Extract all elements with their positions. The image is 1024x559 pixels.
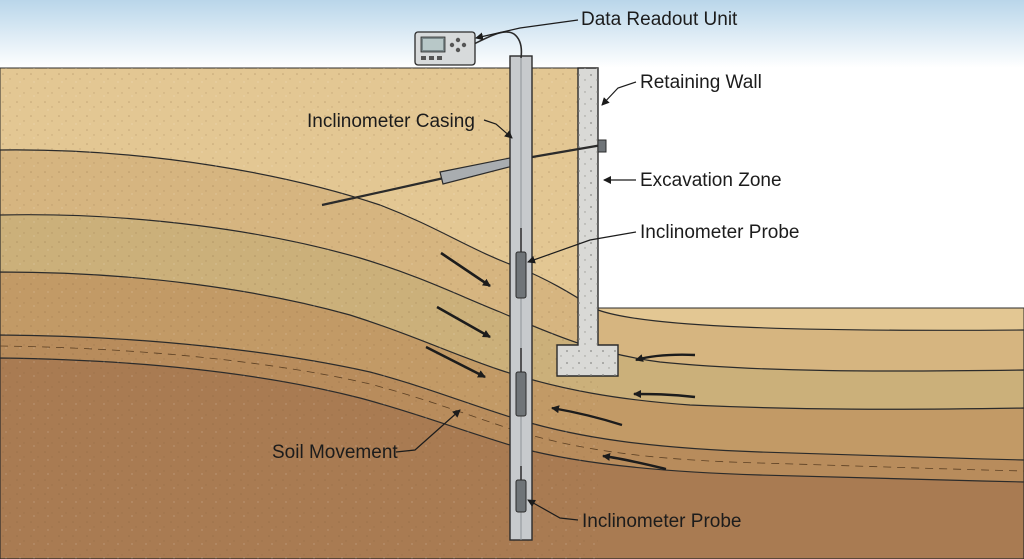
movement-arrow-icon <box>440 251 491 288</box>
movement-arrow-icon <box>635 353 696 362</box>
label-data-readout-unit: Data Readout Unit <box>581 9 738 30</box>
label-inclinometer-probe-lower: Inclinometer Probe <box>582 511 742 532</box>
movement-arrow-icon <box>436 305 491 339</box>
soil-texture <box>0 68 598 559</box>
leader-lines <box>395 19 637 521</box>
label-inclinometer-casing: Inclinometer Casing <box>307 111 475 132</box>
readout-cable <box>473 31 523 59</box>
soil-movement-arrows-left <box>425 251 491 379</box>
inclinometer-probe-lower <box>515 466 527 513</box>
label-inclinometer-probe-upper: Inclinometer Probe <box>640 222 800 243</box>
excavation-void <box>598 68 1024 308</box>
label-soil-movement: Soil Movement <box>272 442 398 463</box>
inclinometer-probe-middle <box>515 348 527 417</box>
movement-arrow-icon <box>551 405 623 427</box>
inclinometer-probe-upper <box>515 228 527 299</box>
wall-texture <box>557 68 618 376</box>
movement-arrow-icon <box>602 452 667 471</box>
label-retaining-wall: Retaining Wall <box>640 72 762 93</box>
data-readout-device-icon <box>414 31 476 66</box>
movement-arrow-icon <box>633 390 696 399</box>
label-excavation-zone: Excavation Zone <box>640 170 782 191</box>
movement-arrow-icon <box>425 345 486 379</box>
soil-movement-arrows-right <box>551 353 696 471</box>
